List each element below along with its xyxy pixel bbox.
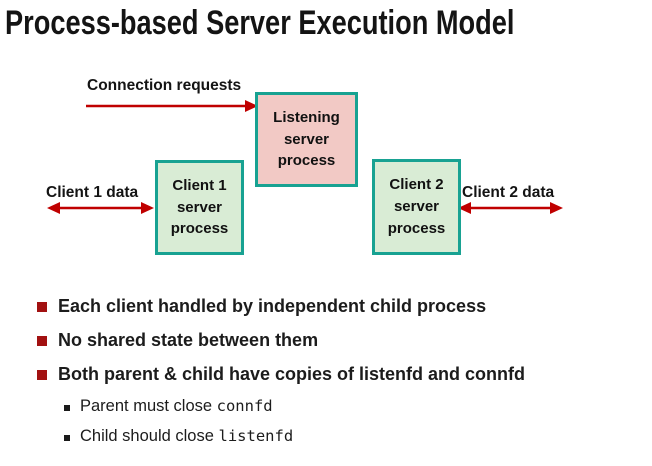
bullet-item: Each client handled by independent child… — [37, 296, 486, 317]
box-label-line: process — [170, 220, 229, 238]
sub-bullet-prefix: Parent must close — [80, 397, 217, 415]
connection-requests-label: Connection requests — [87, 77, 242, 94]
sub-bullet-item: Child should close listenfd — [64, 427, 293, 446]
bullet-item: Both parent & child have copies of liste… — [37, 364, 525, 385]
client2-data-label: Client 2 data — [462, 184, 555, 201]
listening-server-process-box: Listening server process — [255, 92, 358, 187]
box-label-line: Client 1 — [172, 176, 227, 194]
bullet-text: No shared state between them — [58, 330, 319, 350]
page-title: Process-based Server Execution Model — [5, 4, 515, 42]
sub-bullet-square-icon — [64, 405, 70, 411]
client1-data-label: Client 1 data — [46, 184, 139, 201]
box-label-line: Listening — [273, 108, 340, 126]
inline-code: connfd — [216, 397, 273, 415]
sub-bullet-text: Parent must close connfd — [80, 397, 273, 416]
bullet-item: No shared state between them — [37, 330, 318, 351]
bullet-square-icon — [37, 336, 47, 346]
sub-bullet-text: Child should close listenfd — [80, 427, 293, 446]
sub-bullet-square-icon — [64, 435, 70, 441]
client2-data-arrow — [458, 202, 563, 214]
sub-bullet-item: Parent must close connfd — [64, 397, 273, 416]
inline-code: listenfd — [218, 427, 294, 445]
box-label-line: server — [176, 198, 223, 216]
box-label-line: server — [393, 198, 440, 216]
sub-bullet-prefix: Child should close — [80, 427, 219, 445]
client1-server-process-box: Client 1 server process — [155, 160, 244, 255]
bullet-square-icon — [37, 370, 47, 380]
box-label-line: server — [283, 130, 330, 148]
bullet-square-icon — [37, 302, 47, 312]
client2-server-process-box: Client 2 server process — [372, 159, 461, 255]
bullet-text: Both parent & child have copies of liste… — [58, 364, 526, 384]
box-label-line: process — [277, 152, 336, 170]
box-label-line: Client 2 — [389, 176, 444, 194]
bullet-text: Each client handled by independent child… — [58, 296, 487, 316]
client1-data-arrow — [47, 202, 154, 214]
connection-requests-arrow — [86, 100, 258, 112]
box-label-line: process — [387, 219, 446, 237]
